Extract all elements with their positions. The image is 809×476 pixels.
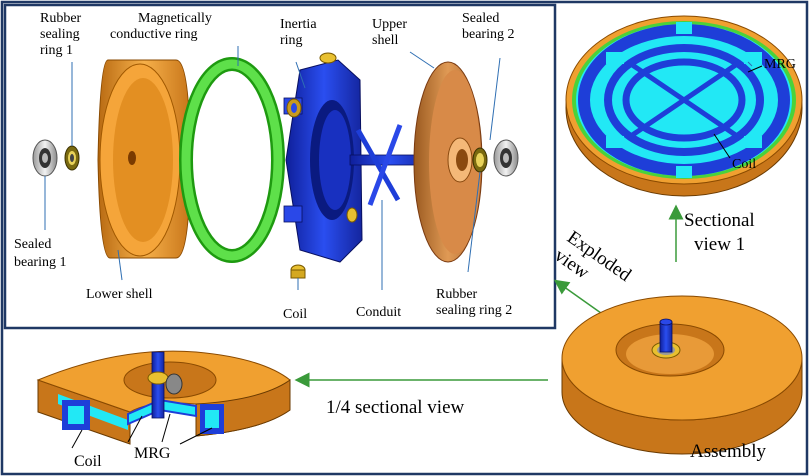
label-conduit: Conduit xyxy=(356,305,401,320)
label-quarter-sectional-view: 1/4 sectional view xyxy=(326,397,465,418)
label-coil-exploded: Coil xyxy=(283,307,307,322)
label-assembly: Assembly xyxy=(690,441,767,462)
exploded-leader-lines xyxy=(44,46,501,290)
label-coil-quarter: Coil xyxy=(74,453,102,470)
upper-shell xyxy=(413,61,483,263)
quarter-sectional-model xyxy=(36,350,291,445)
label-exploded-view: Explodedview xyxy=(551,227,636,304)
coil-exploded-part xyxy=(290,264,306,279)
sectional-view-1-model xyxy=(565,15,803,197)
sealed-bearing-2 xyxy=(493,139,519,177)
assembly-model xyxy=(561,295,803,455)
sectional-leader-lines xyxy=(713,65,763,159)
magnetically-conductive-ring xyxy=(179,57,285,263)
lower-shell xyxy=(97,59,191,259)
quarter-leader-lines xyxy=(71,413,213,449)
sealed-bearing-1 xyxy=(32,139,58,177)
rubber-sealing-ring-2 xyxy=(472,147,488,173)
rubber-sealing-ring-1 xyxy=(64,145,80,171)
label-lower-shell: Lower shell xyxy=(86,287,153,302)
label-mrg-top: MRG xyxy=(764,57,796,72)
label-mrg-quarter: MRG xyxy=(134,445,171,462)
label-coil-top: Coil xyxy=(732,157,756,172)
exploded-view-frame xyxy=(3,3,557,330)
inertia-ring xyxy=(283,52,363,263)
